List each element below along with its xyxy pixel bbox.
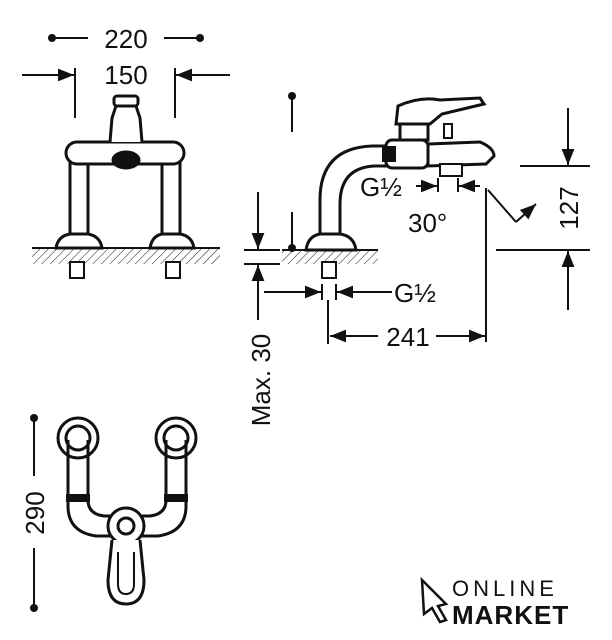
dim-220-line bbox=[48, 34, 204, 42]
dim-g-bottom-label: G½ bbox=[394, 278, 436, 308]
plan-left-arm bbox=[66, 440, 112, 538]
front-spout-outlet bbox=[111, 150, 141, 170]
front-right-nut bbox=[165, 261, 181, 279]
side-shower-outlet bbox=[439, 163, 463, 177]
dim-290-line bbox=[30, 414, 38, 612]
plan-right-arm bbox=[142, 440, 188, 538]
logo-line1: ONLINE bbox=[452, 576, 558, 601]
side-nut bbox=[321, 261, 337, 279]
logo-line2: MARKET bbox=[452, 600, 569, 630]
online-market-logo: ONLINE MARKET bbox=[420, 576, 569, 630]
dim-g-bottom-arrows bbox=[264, 284, 392, 300]
dim-g-right-arrows bbox=[416, 178, 480, 193]
plan-view bbox=[30, 414, 198, 612]
dim-235-line bbox=[288, 92, 296, 252]
dim-127-line bbox=[496, 108, 590, 310]
side-view bbox=[282, 92, 496, 279]
dim-max30-label: Max. 30 bbox=[246, 334, 276, 427]
front-left-nut bbox=[69, 261, 85, 279]
side-spout bbox=[426, 140, 496, 168]
side-lever bbox=[394, 96, 487, 126]
side-diverter bbox=[443, 123, 453, 139]
dim-g-right-label: G½ bbox=[360, 172, 402, 202]
side-deck bbox=[282, 250, 378, 264]
dim-150-label: 150 bbox=[104, 60, 147, 90]
dim-150-line bbox=[22, 68, 230, 118]
front-left-leg bbox=[68, 160, 90, 238]
dim-max30-line bbox=[244, 192, 280, 320]
dim-220-label: 220 bbox=[104, 24, 147, 54]
cursor-icon bbox=[420, 576, 449, 624]
front-left-flange bbox=[54, 232, 104, 250]
side-riser-outer bbox=[318, 144, 398, 240]
side-riser-inner bbox=[338, 164, 398, 240]
front-right-flange bbox=[148, 232, 196, 250]
dim-angle bbox=[485, 188, 537, 342]
dim-127-label: 127 bbox=[554, 186, 584, 229]
front-right-leg bbox=[160, 160, 182, 238]
side-flange bbox=[304, 232, 358, 252]
dim-241-label: 241 bbox=[386, 322, 429, 352]
dim-290-label: 290 bbox=[20, 491, 50, 534]
dim-angle-label: 30° bbox=[408, 208, 447, 238]
dim-241-line bbox=[327, 300, 485, 344]
front-view bbox=[22, 34, 230, 279]
front-deck bbox=[32, 248, 220, 264]
